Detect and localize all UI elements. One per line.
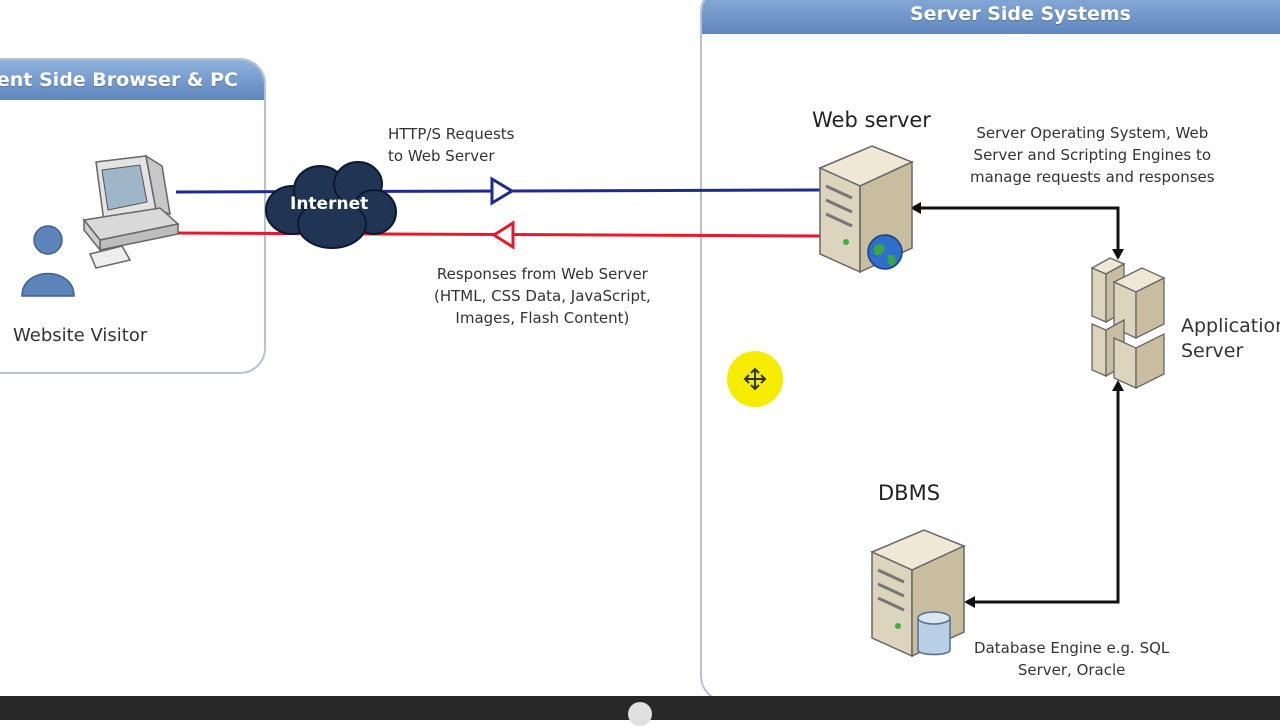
dbms-title: DBMS xyxy=(878,481,941,505)
server-side-panel: Server Side Systems xyxy=(700,0,1280,702)
web-server-description: Server Operating System, Web Server and … xyxy=(970,124,1215,186)
user-icon xyxy=(21,225,75,297)
web-server-title: Web server xyxy=(812,108,931,132)
application-server-label: Application Server xyxy=(1181,315,1280,362)
move-cursor-icon xyxy=(743,367,767,391)
playback-scrubber[interactable] xyxy=(628,702,652,726)
globe-icon xyxy=(867,234,903,270)
request-label: HTTP/S Requests to Web Server xyxy=(388,125,515,165)
app-dbms-connector xyxy=(964,380,1124,608)
dbms-server-icon xyxy=(870,529,966,658)
response-arrow xyxy=(491,220,515,250)
response-label: Responses from Web Server (HTML, CSS Dat… xyxy=(434,265,651,327)
database-icon xyxy=(917,611,951,656)
cloud-icon xyxy=(265,161,397,249)
client-side-panel: ent Side Browser & PC xyxy=(0,58,266,374)
web-app-connector xyxy=(910,202,1124,260)
client-side-panel-title: ent Side Browser & PC xyxy=(0,60,264,100)
website-visitor-label: Website Visitor xyxy=(13,325,148,346)
application-server-icon xyxy=(1090,257,1166,390)
dbms-description: Database Engine e.g. SQL Server, Oracle xyxy=(974,639,1170,679)
internet-label: Internet xyxy=(290,194,369,214)
computer-icon xyxy=(82,154,180,269)
request-arrow xyxy=(490,176,515,206)
server-side-panel-title: Server Side Systems xyxy=(702,0,1280,34)
